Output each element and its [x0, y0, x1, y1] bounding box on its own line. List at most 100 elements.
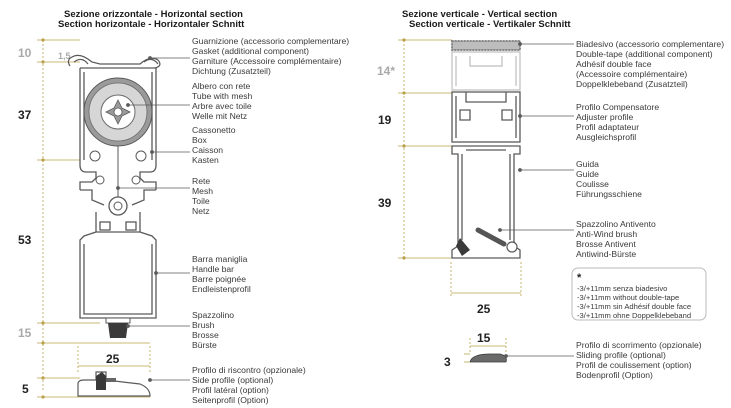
svg-text:Adhésif double face: Adhésif double face: [576, 59, 652, 69]
horizontal-leaders: [116, 56, 190, 382]
svg-text:Profil latéral (option): Profil latéral (option): [192, 385, 269, 395]
dim-1-5: 1,5: [58, 51, 71, 61]
dim-14-star: 14*: [377, 64, 395, 78]
dim-10: 10: [18, 46, 32, 60]
tolerance-note-box: * -3/+11mm senza biadesivo -3/+11mm with…: [571, 267, 707, 321]
svg-text:Spazzolino: Spazzolino: [192, 310, 234, 320]
svg-text:Ausgleichsprofil: Ausgleichsprofil: [576, 132, 636, 142]
horizontal-title-1: Sezione orizzontale - Horizontal section: [64, 9, 243, 20]
svg-text:Handle bar: Handle bar: [192, 264, 234, 274]
vertical-title-2: Section verticale - Vertikaler Schnitt: [409, 19, 571, 30]
dim-15-vertical: 15: [477, 331, 491, 345]
svg-text:Antiwind-Bürste: Antiwind-Bürste: [576, 249, 636, 259]
svg-text:-3/+11mm sin Adhésif double fa: -3/+11mm sin Adhésif double face: [577, 302, 691, 311]
svg-text:Spazzolino Antivento: Spazzolino Antivento: [576, 219, 656, 229]
label-mesh: Rete Mesh Toile Netz: [192, 176, 213, 216]
svg-text:Profil adaptateur: Profil adaptateur: [576, 122, 639, 132]
svg-text:Brush: Brush: [192, 320, 215, 330]
vertical-leaders: [498, 42, 574, 358]
svg-text:Kasten: Kasten: [192, 155, 219, 165]
note-star: *: [577, 272, 582, 284]
svg-text:Barra maniglia: Barra maniglia: [192, 254, 248, 264]
label-anti-wind-brush: Spazzolino Antivento Anti-Wind brush Bro…: [576, 219, 656, 259]
svg-text:Welle mit Netz: Welle mit Netz: [192, 111, 247, 121]
svg-text:Double-tape (additional compon: Double-tape (additional component): [576, 49, 713, 59]
svg-text:Arbre avec toile: Arbre avec toile: [192, 101, 252, 111]
svg-text:Bürste: Bürste: [192, 340, 217, 350]
label-handle-bar: Barra maniglia Handle bar Barre poignée …: [192, 254, 251, 294]
label-side-profile: Profilo di riscontro (opzionale) Side pr…: [192, 365, 306, 405]
dim-39: 39: [378, 196, 392, 210]
gasket-shape: [67, 54, 161, 69]
svg-text:Guarnizione (accessorio comple: Guarnizione (accessorio complementare): [192, 36, 349, 46]
adjuster-profile: [451, 91, 521, 143]
svg-text:-3/+11mm without double-tape: -3/+11mm without double-tape: [577, 293, 679, 302]
vertical-title-1: Sezione verticale - Vertical section: [402, 9, 557, 20]
svg-text:Coulisse: Coulisse: [576, 179, 609, 189]
svg-text:Rete: Rete: [192, 176, 210, 186]
guide-profile: [451, 145, 521, 259]
vertical-section: Sezione verticale - Vertical section Sec…: [377, 9, 724, 380]
svg-text:Albero con rete: Albero con rete: [192, 81, 251, 91]
label-sliding-profile: Profilo di scorrimento (opzionale) Slidi…: [576, 340, 702, 380]
horizontal-title-2: Section horizontale - Horizontaler Schni…: [58, 19, 245, 30]
double-tape-shape: [451, 40, 521, 51]
vertical-dim-ticks: [402, 38, 406, 260]
svg-text:Profil de coulissement (option: Profil de coulissement (option): [576, 360, 692, 370]
side-profile-shape: [77, 371, 151, 397]
horizontal-width-dim: [77, 346, 151, 372]
svg-text:Profilo di scorrimento (opzion: Profilo di scorrimento (opzionale): [576, 340, 702, 350]
svg-text:Führungsschiene: Führungsschiene: [576, 189, 642, 199]
box-screws: [89, 150, 147, 185]
svg-text:Doppelklebeband (Zusatzteil): Doppelklebeband (Zusatzteil): [576, 79, 688, 89]
svg-text:-3/+11mm ohne Doppelklebeband: -3/+11mm ohne Doppelklebeband: [577, 311, 691, 320]
label-box: Cassonetto Box Caisson Kasten: [192, 125, 236, 165]
dim-25-vertical: 25: [477, 302, 491, 316]
label-brush: Spazzolino Brush Brosse Bürste: [192, 310, 234, 350]
svg-text:Profilo di riscontro (opzional: Profilo di riscontro (opzionale): [192, 365, 306, 375]
svg-text:Bodenprofil (Option): Bodenprofil (Option): [576, 370, 653, 380]
dim-37: 37: [18, 108, 32, 122]
svg-text:Cassonetto: Cassonetto: [192, 125, 236, 135]
mesh-roller: [108, 196, 128, 216]
svg-text:(Accessoire complémentaire): (Accessoire complémentaire): [576, 69, 687, 79]
svg-text:Guida: Guida: [576, 159, 599, 169]
svg-text:Guide: Guide: [576, 169, 599, 179]
tube-with-mesh: [83, 77, 153, 147]
svg-text:Mesh: Mesh: [192, 186, 213, 196]
svg-text:-3/+11mm senza biadesivo: -3/+11mm senza biadesivo: [577, 284, 667, 293]
svg-text:Sliding profile (optional): Sliding profile (optional): [576, 350, 666, 360]
label-double-tape: Biadesivo (accessorio complementare) Dou…: [576, 39, 724, 89]
svg-text:Brosse: Brosse: [192, 330, 219, 340]
svg-text:Tube with mesh: Tube with mesh: [192, 91, 253, 101]
dim-3: 3: [444, 355, 451, 369]
dim-5: 5: [22, 382, 29, 396]
horizontal-section: Sezione orizzontale - Horizontal section…: [18, 9, 349, 405]
brush-shape: [105, 317, 131, 338]
dim-19: 19: [378, 113, 392, 127]
svg-text:Netz: Netz: [192, 206, 210, 216]
label-gasket: Guarnizione (accessorio complementare) G…: [192, 36, 349, 76]
handle-bar-profile: [79, 212, 157, 319]
vertical-dimension-chain: [398, 39, 452, 259]
svg-text:Side profile (optional): Side profile (optional): [192, 375, 273, 385]
svg-text:Dichtung (Zusatzteil): Dichtung (Zusatzteil): [192, 66, 271, 76]
sliding-width-dim: [464, 338, 507, 363]
horizontal-dim-ticks: [41, 38, 45, 399]
svg-text:Gasket (additional component): Gasket (additional component): [192, 46, 309, 56]
dim-25-horizontal: 25: [106, 352, 120, 366]
svg-text:Garniture (Accessoire compléme: Garniture (Accessoire complémentaire): [192, 56, 342, 66]
svg-text:Brosse Antivent: Brosse Antivent: [576, 239, 636, 249]
dim-15: 15: [18, 326, 32, 340]
dim-53: 53: [18, 233, 32, 247]
svg-text:Biadesivo (accessorio compleme: Biadesivo (accessorio complementare): [576, 39, 724, 49]
label-guide: Guida Guide Coulisse Führungsschiene: [576, 159, 642, 199]
svg-text:Adjuster profile: Adjuster profile: [576, 112, 634, 122]
svg-text:Anti-Wind brush: Anti-Wind brush: [576, 229, 637, 239]
svg-text:Seitenprofil (Option): Seitenprofil (Option): [192, 395, 269, 405]
label-adjuster-profile: Profilo Compensatore Adjuster profile Pr…: [576, 102, 659, 142]
svg-text:Barre poignée: Barre poignée: [192, 274, 246, 284]
adjuster-profile-top: [451, 51, 521, 91]
svg-text:Caisson: Caisson: [192, 145, 223, 155]
